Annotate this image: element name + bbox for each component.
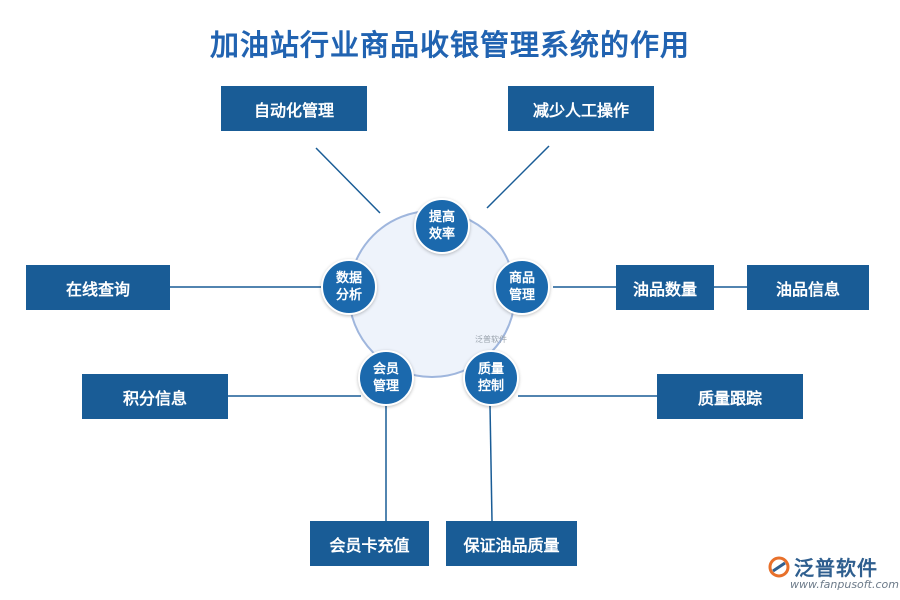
node-member-management: 会员 管理 [358,350,414,406]
node-goods-management: 商品 管理 [494,259,550,315]
box-oil-quantity: 油品数量 [616,265,714,310]
line-reduce-manual [486,145,550,209]
fanpu-logo-icon [768,556,790,577]
node-label: 管理 [372,379,399,394]
center-watermark: 泛普软件 [475,335,507,344]
logo-text: 泛普软件 [794,556,878,580]
node-label: 质量 [477,362,504,377]
line-ensure-quality [489,404,493,522]
box-ensure-oil-quality: 保证油品质量 [446,521,577,566]
node-label: 商品 [508,271,535,286]
line-auto-manage [315,147,381,214]
node-quality-control: 质量 控制 [463,350,519,406]
node-label: 控制 [477,379,504,394]
logo-url: www.fanpusoft.com [790,578,899,591]
node-label: 管理 [508,288,535,303]
box-oil-info: 油品信息 [747,265,869,310]
node-improve-efficiency: 提高 效率 [414,198,470,254]
box-reduce-manual: 减少人工操作 [508,86,654,131]
box-online-query: 在线查询 [26,265,170,310]
box-points-info: 积分信息 [82,374,228,419]
node-label: 数据 [335,271,362,286]
node-label: 提高 [428,210,455,225]
box-auto-manage: 自动化管理 [221,86,367,131]
diagram-title: 加油站行业商品收银管理系统的作用 [209,28,690,62]
node-label: 分析 [335,288,362,303]
box-quality-tracking: 质量跟踪 [657,374,803,419]
node-data-analysis: 数据 分析 [321,259,377,315]
node-label: 效率 [428,227,455,242]
brand-logo: 泛普软件 [768,552,878,581]
box-member-card-recharge: 会员卡充值 [310,521,429,566]
node-label: 会员 [372,362,399,377]
